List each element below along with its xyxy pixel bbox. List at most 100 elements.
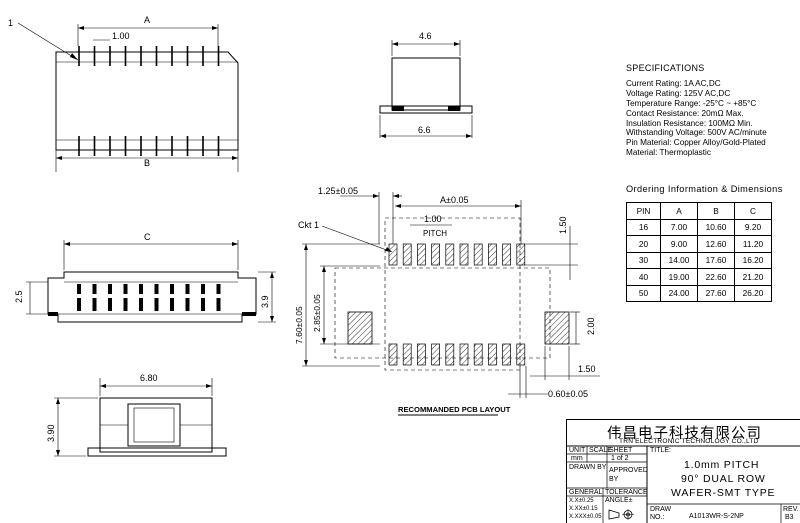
dim-a-label: A: [144, 15, 150, 25]
table-cell: 7.00: [660, 218, 698, 236]
front-pin-upper: [108, 284, 112, 294]
tolerance-3: X.XXX±0.05: [569, 514, 602, 520]
pcb-pad-top: [459, 243, 469, 266]
table-header: A: [660, 202, 698, 220]
general-label: GENERAL: [569, 489, 603, 496]
spec-line: Withstanding Voltage: 500V AC/minute: [626, 128, 767, 138]
table-cell: 27.60: [697, 284, 735, 302]
title-label: TITLE:: [650, 447, 672, 454]
unit-value: mm: [571, 455, 583, 462]
pcb-pad-bottom: [445, 343, 455, 366]
title-line-2: 90° DUAL ROW: [681, 473, 766, 485]
pcb-pad-top: [388, 243, 398, 266]
pcb-pad-bottom: [431, 343, 440, 366]
tolerance-2: X.XX±0.15: [569, 506, 598, 512]
dim-b-label: B: [144, 158, 150, 168]
drawn-by: DRAWN BY: [569, 464, 607, 471]
top-view: 1 A 1.00 B: [8, 15, 239, 172]
spec-line: Current Rating: 1A AC,DC: [626, 78, 721, 88]
sheet-label: SHEET: [609, 447, 633, 454]
company-name-en: TRN ELECTRONIC TECHNOLOGY CO.,LTD: [619, 438, 759, 445]
side-view: 4.6 6.6: [379, 31, 473, 138]
title-block: 伟昌电子科技有限公司 TRN ELECTRONIC TECHNOLOGY CO.…: [566, 419, 800, 523]
top-pitch-label: 1.00: [112, 31, 130, 41]
front-height-left: 2.5: [14, 290, 24, 303]
table-header: C: [734, 202, 772, 220]
angle-label: ANGLE±: [605, 497, 633, 504]
pcb-pad-top: [431, 243, 440, 266]
front-pin-upper: [154, 284, 159, 294]
table-cell: 9.00: [660, 235, 698, 253]
pcb-pad-length: 1.50: [558, 216, 568, 234]
draw-no-label: DRAW NO.:: [650, 506, 672, 521]
front-pin-lower: [108, 298, 112, 311]
projection-symbol-icon: [608, 509, 634, 520]
front-pin-upper: [139, 284, 143, 294]
pcb-pad-top: [488, 243, 497, 266]
spec-line: Voltage Rating: 125V AC,DC: [626, 88, 731, 98]
pin-one-label: 1: [8, 18, 13, 28]
title-line-3: WAFER-SMT TYPE: [671, 487, 776, 499]
title-line-1: 1.0mm PITCH: [684, 459, 760, 471]
side-bottom-width: 6.6: [418, 125, 431, 135]
pcb-overall: 7.60±0.05: [294, 306, 304, 344]
draw-no-value: A1013WR-S-2NP: [689, 513, 744, 520]
pcb-pad-width: 0.60±0.05: [548, 389, 588, 399]
tolerance-label: TOLERANCE: [605, 489, 648, 496]
table-header: PIN: [626, 202, 661, 220]
pcb-pad-top: [502, 243, 511, 266]
front-pin-lower: [123, 298, 128, 311]
pcb-pad-bottom: [459, 343, 469, 366]
table-cell: 50: [626, 284, 661, 302]
table-cell: 26.20: [734, 284, 772, 302]
table-cell: 12.60: [697, 235, 735, 253]
front-pin-lower: [201, 298, 205, 311]
rev-label: REV.: [783, 506, 799, 513]
pcb-ckt-label: Ckt 1: [298, 220, 319, 230]
table-cell: 10.60: [697, 218, 735, 236]
front-pin-lower: [216, 298, 221, 311]
bottom-height: 3.90: [46, 424, 56, 442]
spec-line: Pin Material: Copper Alloy/Gold-Plated: [626, 138, 766, 148]
pcb-side-pad: 2.00: [586, 317, 596, 335]
spec-line: Material: Thermoplastic: [626, 148, 711, 158]
table-cell: 17.60: [697, 251, 735, 269]
table-cell: 14.00: [660, 251, 698, 269]
title-block-grid: [567, 445, 800, 523]
pcb-pad-top: [417, 243, 426, 266]
rev-value: B3: [785, 514, 794, 521]
front-height-right: 3.9: [260, 295, 270, 308]
pcb-pad-bottom: [388, 343, 398, 366]
table-cell: 20: [626, 235, 661, 253]
top-view-pins: [78, 46, 220, 156]
front-pin-upper: [170, 284, 174, 294]
front-pin-upper: [92, 284, 97, 294]
front-pin-upper: [201, 284, 205, 294]
pcb-side-pad-width: 1.50: [578, 364, 596, 374]
pcb-pad-bottom: [502, 343, 511, 366]
pcb-pad-top: [516, 243, 526, 266]
table-header-row: PIN A B C: [626, 202, 772, 220]
front-pin-upper: [216, 284, 221, 294]
spec-line: Temperature Range: -25°C ~ +85°C: [626, 98, 757, 108]
specifications-heading: SPECIFICATIONS: [626, 63, 705, 73]
pcb-side-pad-right: [544, 311, 570, 345]
table-cell: 19.00: [660, 268, 698, 286]
pcb-pads: [388, 243, 526, 366]
table-cell: 30: [626, 251, 661, 269]
front-pin-lower: [92, 298, 97, 311]
bottom-width: 6.80: [140, 373, 158, 383]
spec-line: Insulation Resistance: 100MΩ Min.: [626, 118, 753, 128]
ordering-title: Ordering Information & Dimensions: [626, 184, 783, 194]
approved-by: APPROVED BY: [609, 467, 648, 483]
table-cell: 24.00: [660, 284, 698, 302]
pcb-pitch-value: 1.00: [424, 214, 442, 224]
front-pin-lower: [77, 298, 81, 311]
front-pin-upper: [123, 284, 128, 294]
